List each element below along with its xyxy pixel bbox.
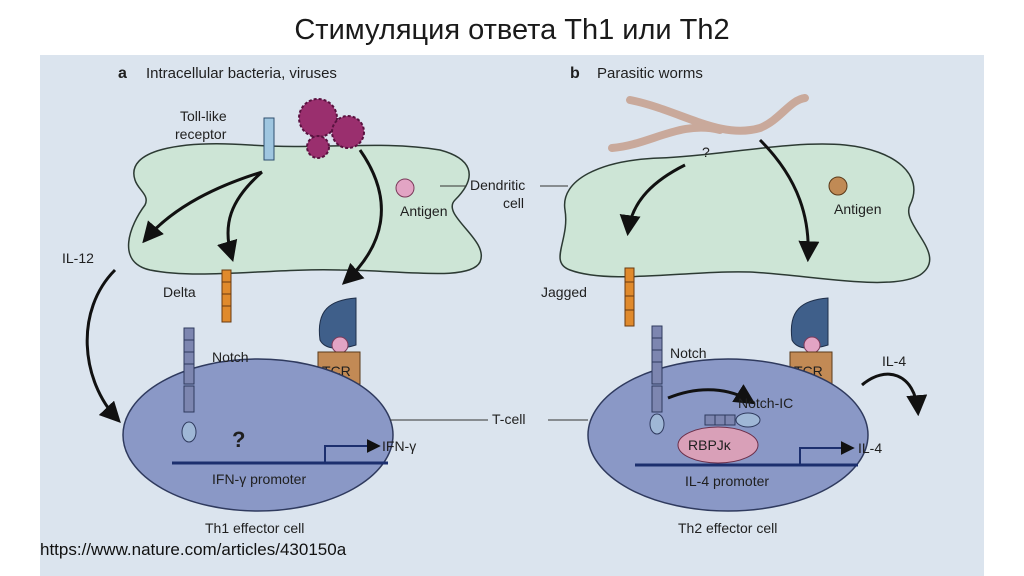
notch-b-label: Notch [670,345,707,361]
antigen-a-label: Antigen [400,203,447,219]
il4-transcription-arrow [799,441,855,465]
jagged-label: Jagged [541,284,587,300]
toll-like-receptor [263,117,275,161]
th2-cell-label: Th2 effector cell [678,520,777,536]
notch-a-label: Notch [212,349,249,365]
arrow-il12-to-tcell [85,268,121,424]
dendritic-cell-a [127,143,483,275]
arrow-pathogen-to-mhc-a [341,149,383,285]
panel-a-heading: Intracellular bacteria, viruses [146,65,337,82]
ifn-gamma-label: IFN-γ [382,438,416,454]
il4-label: IL-4 [858,440,882,456]
arrow-worm-to-jagged [619,163,686,237]
tcell-label: T-cell [492,411,525,427]
arrow-notch-cleavage [667,384,756,405]
panel-b-letter: b [570,65,580,82]
arrow-tlr-to-il12 [142,170,263,244]
notch-ic-label: Notch-IC [738,395,793,411]
source-link[interactable]: https://www.nature.com/articles/430150a [40,540,347,559]
pathogen-2 [331,115,365,149]
dendritic-label-2: cell [503,195,524,211]
notch-receptor-a [183,327,195,385]
antigen-b-label: Antigen [834,201,881,217]
dendritic-label-1: Dendritic [470,177,525,193]
toll-like-label-2: receptor [175,126,227,142]
arrow-tlr-to-delta [217,170,263,263]
il12-label: IL-12 [62,250,94,266]
pathogen-1 [298,98,338,138]
arrow-worm-to-mhc-b [758,138,820,263]
worm-1 [626,94,809,135]
delta-ligand [221,269,232,323]
pathogen-3 [306,135,330,159]
ifn-transcription-arrow [324,439,381,463]
worm-2 [608,123,724,152]
peptide-b [803,336,821,354]
question-a: ? [232,427,245,452]
th1-cell-label: Th1 effector cell [205,520,304,536]
antigen-a [395,178,415,198]
panel-b-heading: Parasitic worms [597,65,703,82]
th1-th2-diagram: a Intracellular bacteria, viruses Toll-l… [40,55,984,576]
toll-like-label-1: Toll-like [180,108,227,124]
ifn-promoter-label: IFN-γ promoter [212,471,306,487]
tcell-a [122,358,394,512]
rbpj-protein [677,426,759,464]
mhc-b [790,297,829,349]
arrow-il4-autocrine [861,372,928,417]
question-b: ? [702,144,710,160]
notch-receptor-b [651,325,663,385]
antigen-b [828,176,848,196]
mhc-a [318,297,357,349]
il4-promoter-label: IL-4 promoter [685,473,769,489]
panel-a-letter: a [118,65,127,82]
jagged-ligand [624,267,635,327]
slide-title: Стимуляция ответа Th1 или Th2 [294,14,730,46]
delta-label: Delta [163,284,196,300]
il4-top-label: IL-4 [882,353,906,369]
rbpj-label: RBPJκ [688,437,732,453]
notch-ic-fragment [704,414,736,426]
peptide-a [331,336,349,354]
